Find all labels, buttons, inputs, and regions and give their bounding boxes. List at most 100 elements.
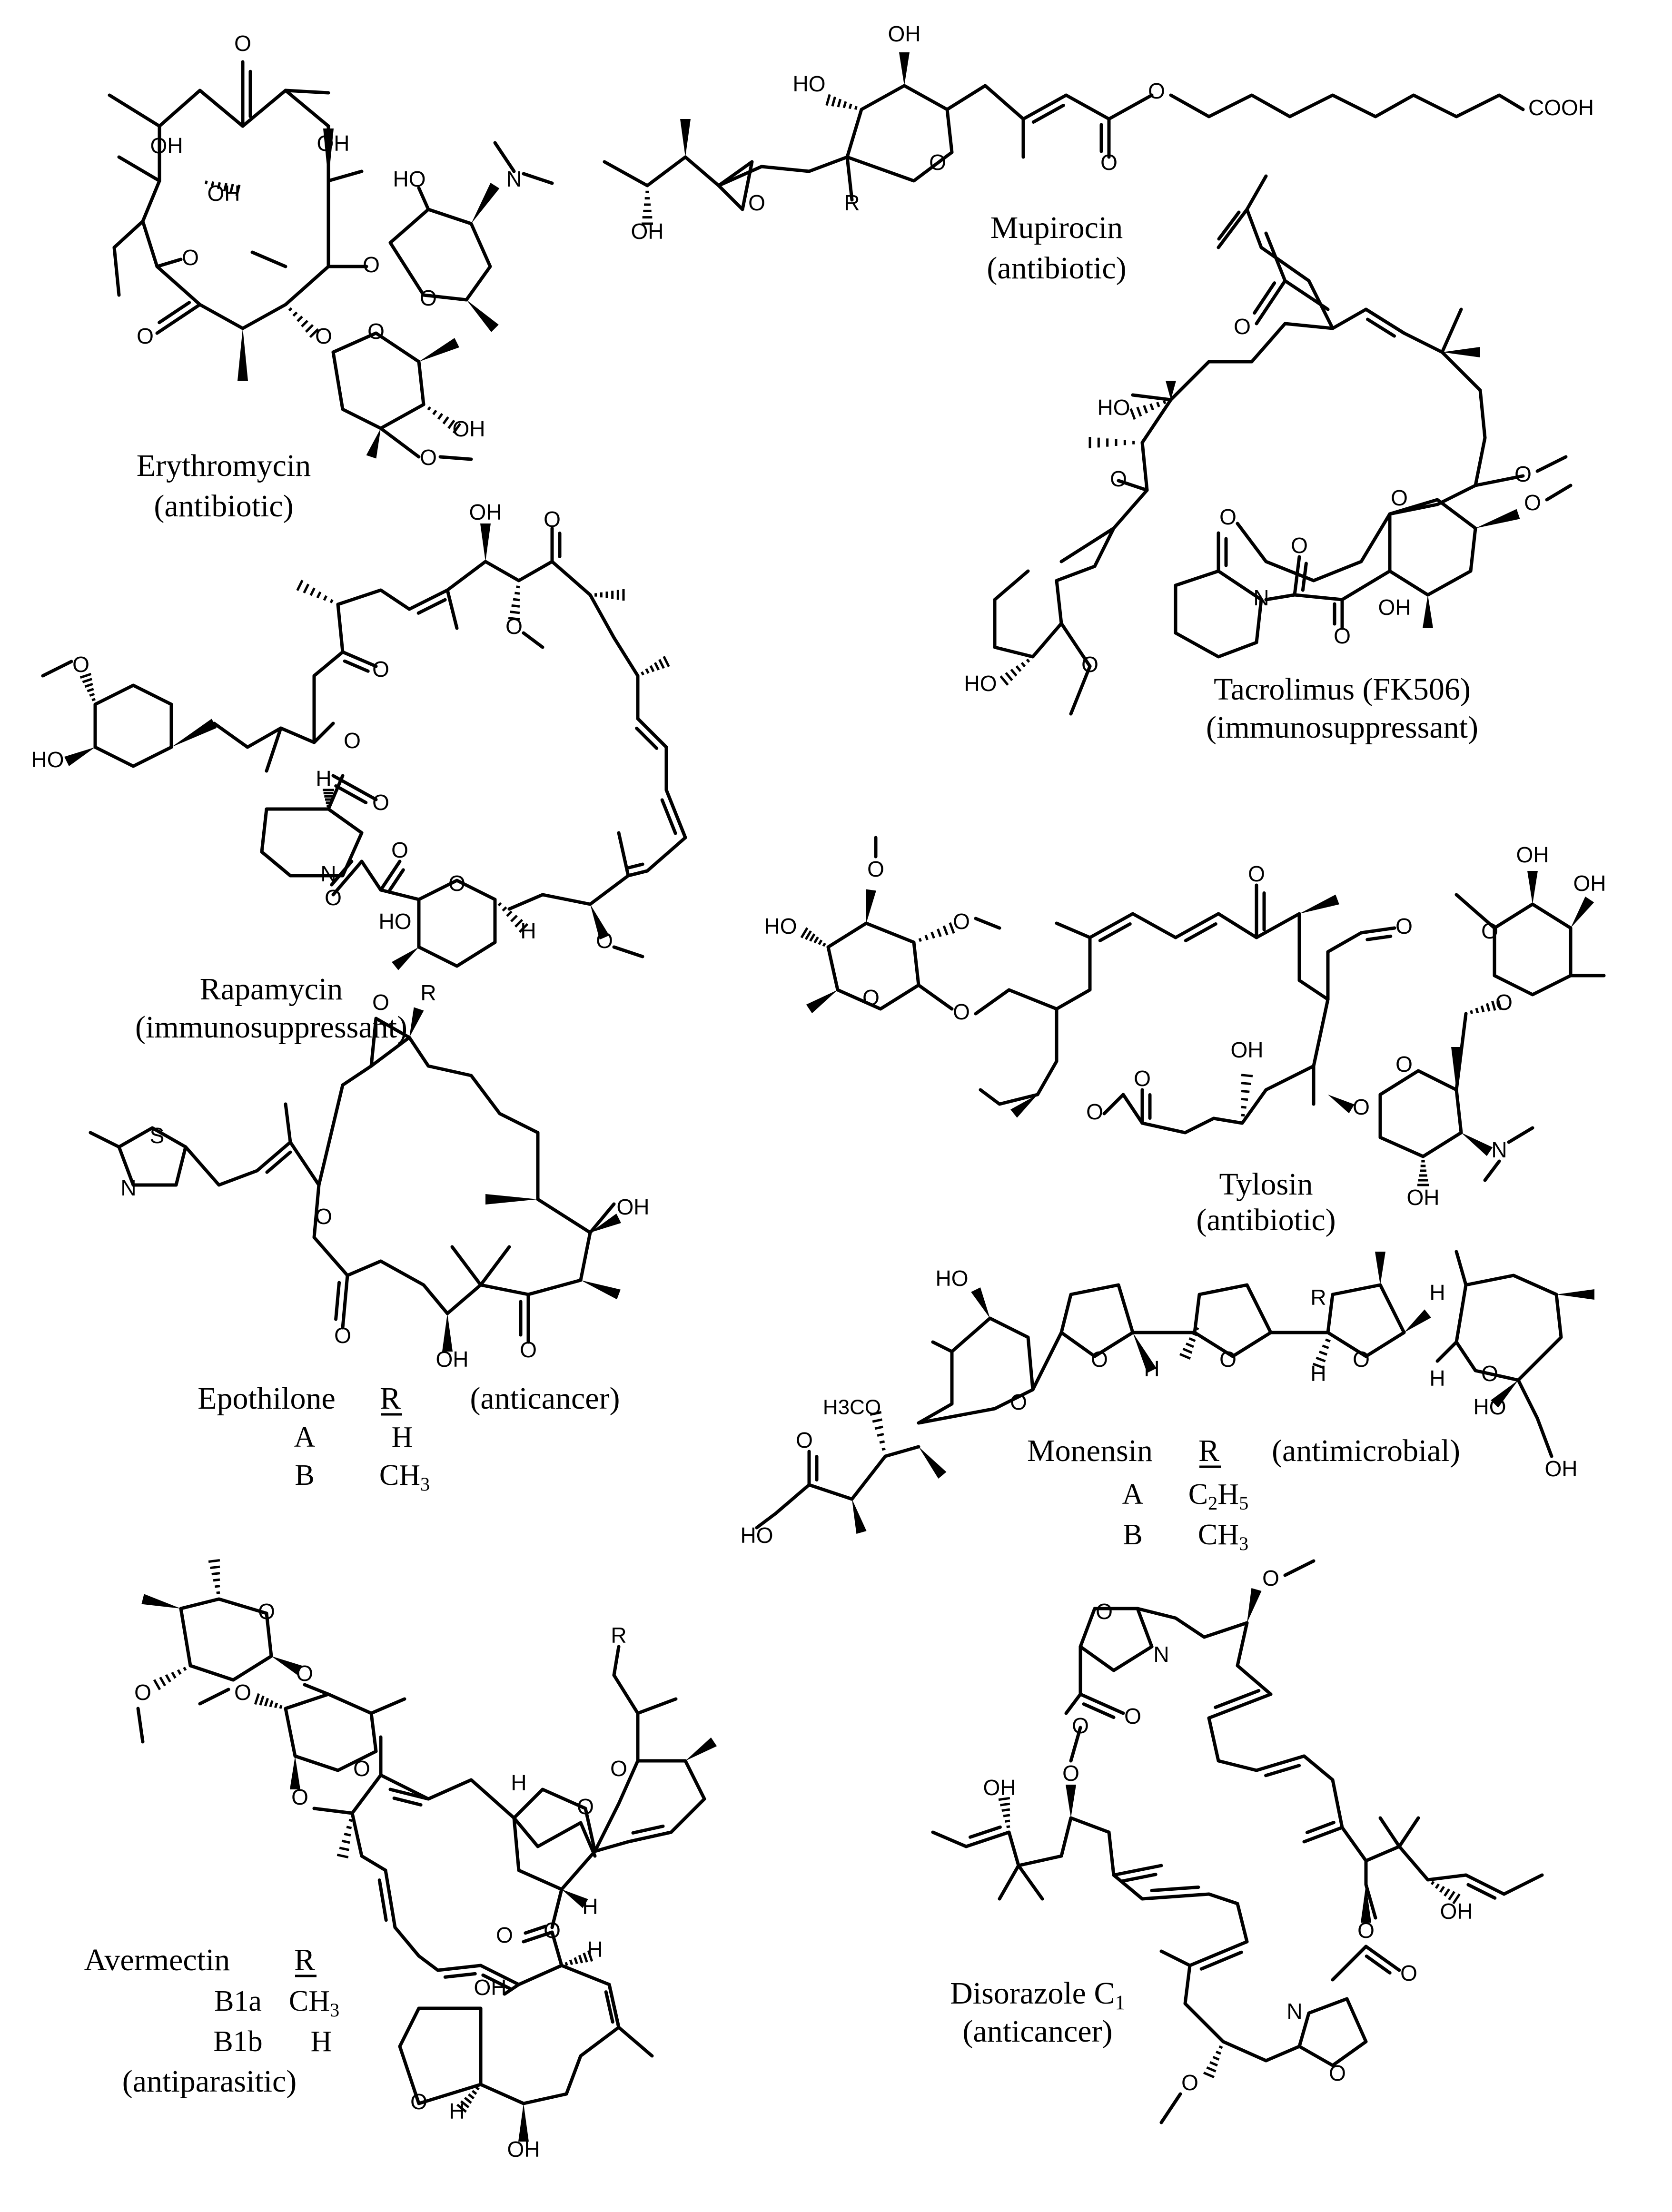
bond xyxy=(334,784,368,804)
atom-label: O xyxy=(1353,1347,1370,1372)
bond xyxy=(1117,479,1149,492)
bond xyxy=(1150,1886,1200,1893)
atom-label: OH xyxy=(453,416,485,441)
bond xyxy=(1255,279,1287,326)
bond xyxy=(392,1797,423,1807)
bond xyxy=(612,1673,640,1763)
atom-label: O xyxy=(1357,1918,1375,1943)
bond xyxy=(407,1036,592,1234)
hash-bond xyxy=(1312,1332,1333,1369)
atom-label: O xyxy=(867,857,884,881)
atom-label: O xyxy=(1495,990,1513,1015)
bond xyxy=(445,560,687,906)
wedge-bond xyxy=(1375,1252,1385,1285)
bond xyxy=(112,246,121,297)
bond xyxy=(1255,1754,1306,1772)
bond xyxy=(1440,307,1463,354)
atom-label: O xyxy=(410,2089,427,2114)
bond xyxy=(341,1274,349,1330)
bond xyxy=(341,650,378,668)
molecule-name: Tacrolimus (FK506) xyxy=(1214,672,1471,707)
bond xyxy=(326,774,345,811)
bond xyxy=(445,588,459,630)
atom-label: OH xyxy=(1545,1456,1578,1481)
bond xyxy=(1283,1559,1316,1577)
atom-label: H xyxy=(520,918,536,943)
bond xyxy=(331,331,425,430)
bond xyxy=(1293,555,1301,597)
bond xyxy=(343,659,370,673)
hash-bond xyxy=(296,580,334,603)
atom-label: O xyxy=(1219,504,1237,529)
atom-label: O xyxy=(1096,1599,1113,1624)
atom-label: H3CO xyxy=(823,1396,881,1419)
bond xyxy=(1397,1816,1420,1848)
bond xyxy=(1207,1692,1273,1720)
bond xyxy=(1302,1754,1368,1863)
atom-label: O xyxy=(748,190,765,215)
atom-label: O xyxy=(334,1323,351,1348)
bond xyxy=(1184,922,1217,942)
bond xyxy=(1264,593,1296,602)
atom-label: OH xyxy=(469,500,502,524)
bond xyxy=(1535,455,1568,473)
bond xyxy=(379,859,402,892)
bond xyxy=(1516,1378,1539,1420)
atom-label: O xyxy=(1391,485,1408,510)
bond xyxy=(1121,997,1330,1135)
atom-label: OH xyxy=(1407,1185,1440,1210)
bond xyxy=(436,1964,483,1972)
bond xyxy=(1454,1250,1468,1287)
bond xyxy=(1366,317,1396,338)
atom-label: O xyxy=(420,286,437,310)
atom-label: H xyxy=(316,766,331,791)
bond xyxy=(312,588,411,744)
bond xyxy=(255,1140,292,1173)
variant-label: B xyxy=(1123,1519,1142,1551)
bond xyxy=(550,1930,564,1967)
wedge-bond xyxy=(480,523,491,562)
wedge-bond xyxy=(1461,1133,1493,1156)
bond xyxy=(369,1697,406,1715)
bond xyxy=(1493,902,1573,997)
bond xyxy=(260,807,364,878)
bond xyxy=(398,2006,483,2105)
atom-label: O xyxy=(182,245,199,270)
bond xyxy=(136,1707,145,1744)
bond xyxy=(1082,1702,1116,1719)
atom-label: OH xyxy=(507,2137,540,2162)
atom-label: O xyxy=(372,990,389,1015)
atom-label: O xyxy=(1400,1961,1417,1985)
bond xyxy=(1545,484,1573,502)
atom-label: O xyxy=(372,657,389,681)
atom-label: O xyxy=(1248,861,1265,886)
bond xyxy=(1140,1892,1211,1901)
bond xyxy=(1131,912,1177,939)
bond xyxy=(1207,1716,1258,1772)
atom-label: OH xyxy=(317,131,350,156)
wedge-bond xyxy=(1010,1095,1038,1118)
bond xyxy=(1078,1692,1125,1715)
bond xyxy=(1055,921,1092,1011)
bond xyxy=(1255,912,1330,1001)
bond xyxy=(1502,1873,1544,1896)
bond xyxy=(141,124,330,330)
atom-label: O xyxy=(610,1756,627,1781)
hash-bond xyxy=(1203,2045,1223,2079)
wedge-bond xyxy=(1491,1380,1518,1408)
bond xyxy=(1193,1283,1273,1358)
bond xyxy=(450,1245,483,1287)
wedge-bond xyxy=(64,747,95,766)
bond xyxy=(1059,622,1092,668)
bond xyxy=(331,859,364,897)
bond xyxy=(1302,1826,1344,1844)
bond xyxy=(612,1645,621,1677)
atom-label: O xyxy=(234,1680,251,1705)
wedge-bond xyxy=(323,128,334,181)
atom-label: HO xyxy=(741,1523,773,1548)
bond xyxy=(1466,1883,1497,1900)
bond xyxy=(845,155,854,202)
bond xyxy=(1236,1621,1273,1696)
